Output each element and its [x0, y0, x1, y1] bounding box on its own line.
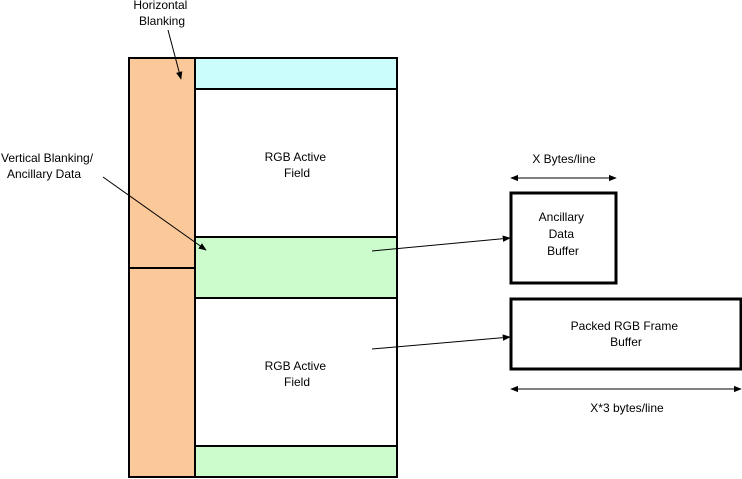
horizontal-blanking-top	[128, 57, 196, 269]
horizontal-blanking-pointer	[167, 29, 183, 80]
ancillary-data-buffer	[509, 191, 618, 285]
ancillary-data-band	[194, 236, 398, 299]
rgb-to-frame-buffer-arrow	[371, 334, 511, 350]
ancillary-buffer-line1: Ancillary	[539, 210, 584, 224]
x-bytes-per-line-label: X Bytes/line	[532, 152, 596, 166]
horizontal-blanking-line1: Horizontal	[133, 0, 187, 12]
packed-rgb-buffer-line2: Buffer	[610, 335, 642, 349]
ancillary-buffer-line3: Buffer	[547, 244, 579, 258]
packed-rgb-buffer-label: Packed RGB Frame Buffer	[571, 319, 682, 349]
packed-rgb-buffer-line1: Packed RGB Frame	[571, 319, 679, 333]
horizontal-blanking-label: Horizontal Blanking	[133, 0, 190, 28]
rgb-active-field-bottom	[194, 297, 398, 447]
rgb-active-field-top-label: RGB Active Field	[265, 150, 330, 180]
ancillary-buffer-label: Ancillary Data Buffer	[539, 210, 588, 258]
vertical-blanking-pointer	[102, 176, 207, 251]
rgb-active-field-bottom-line2: Field	[284, 375, 310, 389]
rgb-active-field-top	[194, 88, 398, 238]
top-strip-cyan	[194, 57, 398, 90]
rgb-active-field-bottom-label: RGB Active Field	[265, 359, 330, 389]
packed-rgb-frame-buffer	[509, 297, 742, 371]
rgb-active-field-top-line1: RGB Active	[265, 150, 327, 164]
horizontal-blanking-bottom	[128, 267, 196, 478]
ancillary-buffer-line2: Data	[549, 227, 575, 241]
vertical-blanking-label: Vertical Blanking/ Ancillary Data	[1, 151, 96, 181]
horizontal-blanking-line2: Blanking	[139, 14, 185, 28]
rgb-active-field-bottom-line1: RGB Active	[265, 359, 327, 373]
ancillary-to-buffer-arrow	[371, 235, 511, 252]
x3-bytes-per-line-label: X*3 bytes/line	[590, 401, 664, 415]
vertical-blanking-line1: Vertical Blanking/	[1, 151, 94, 165]
vertical-blanking-line2: Ancillary Data	[7, 167, 81, 181]
rgb-active-field-top-line2: Field	[284, 166, 310, 180]
bottom-strip-green	[194, 445, 398, 478]
